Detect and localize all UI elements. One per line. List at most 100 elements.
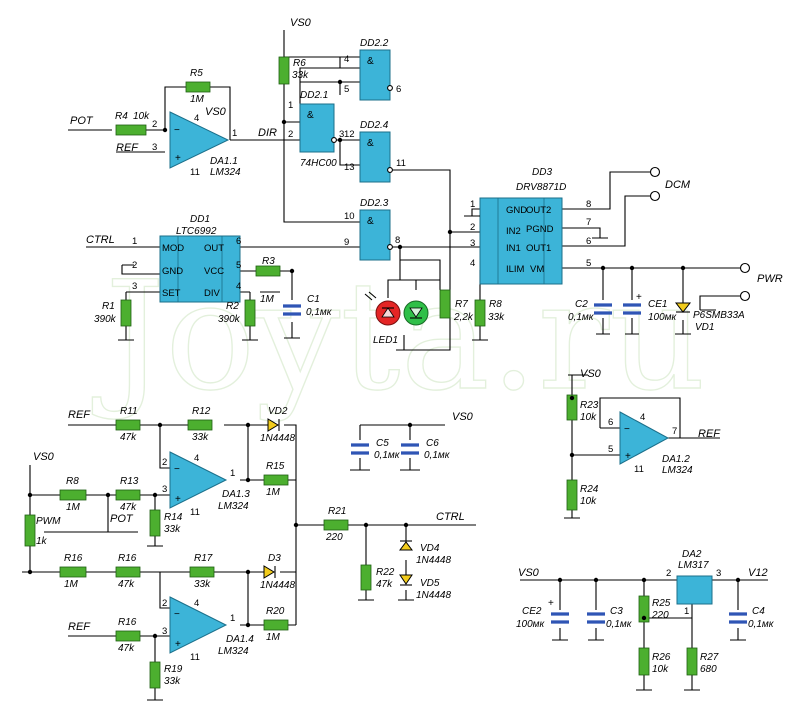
led1-ref: LED1 (373, 335, 398, 346)
svg-text:12: 12 (344, 129, 355, 140)
svg-text:1M: 1M (266, 632, 281, 643)
resistor-r11 (115, 419, 141, 431)
dd1-part: LTC6992 (176, 226, 217, 237)
dd1-ref: DD1 (190, 214, 210, 225)
svg-text:390k: 390k (94, 314, 117, 325)
resistor-r27 (686, 647, 698, 676)
net-ref-da12-label: REF (698, 428, 721, 440)
gate-dd2-2: & DD2.2 4 5 6 (344, 38, 401, 101)
svg-text:3: 3 (162, 484, 167, 495)
svg-text:PWM: PWM (36, 516, 61, 527)
svg-text:2: 2 (470, 222, 475, 233)
svg-text:OUT1: OUT1 (526, 243, 551, 254)
resistor-r3 (255, 265, 281, 277)
dd21-part: 74HC00 (300, 158, 337, 169)
svg-text:5: 5 (344, 84, 349, 95)
svg-text:2: 2 (162, 598, 167, 609)
svg-text:IN1: IN1 (506, 243, 521, 254)
svg-text:3: 3 (716, 568, 721, 579)
svg-text:2: 2 (132, 260, 137, 271)
junctions (27, 79, 741, 639)
resistor-r2 (244, 299, 256, 327)
da13-part: LM324 (218, 501, 249, 512)
svg-text:10k: 10k (133, 111, 150, 122)
svg-text:C2: C2 (575, 299, 588, 310)
svg-text:R21: R21 (328, 506, 346, 517)
opamp-da1-2: − + 6 5 7 4 11 DA1.2 LM324 (608, 411, 693, 476)
chip-dd1: DD1 LTC6992 MOD GND SET OUT VCC DIV 1 2 … (132, 214, 241, 303)
svg-text:VD2: VD2 (268, 406, 288, 417)
svg-text:OUT2: OUT2 (526, 205, 551, 216)
svg-text:33k: 33k (194, 579, 211, 590)
gate-dd2-4: & DD2.4 12 13 11 (344, 120, 406, 183)
svg-text:47k: 47k (118, 579, 135, 590)
svg-text:GND: GND (162, 266, 183, 277)
resistor-r6 (278, 56, 290, 85)
svg-text:CE2: CE2 (522, 606, 542, 617)
svg-text:4: 4 (194, 598, 199, 609)
resistor-r22 (360, 564, 372, 591)
svg-text:1M: 1M (260, 294, 275, 305)
da14-part: LM324 (218, 646, 249, 657)
svg-text:R27: R27 (700, 652, 719, 663)
da12-part: LM324 (662, 465, 693, 476)
resistor-r14 (149, 509, 161, 537)
opamp-da1-3: − + 2 3 1 4 11 DA1.3 LM324 (162, 451, 250, 518)
svg-text:4: 4 (640, 412, 645, 423)
svg-text:0,1мк: 0,1мк (374, 450, 401, 461)
net-v12-label: V12 (748, 567, 768, 579)
da13-minus-sign: − (174, 464, 180, 475)
svg-text:33k: 33k (164, 524, 181, 535)
resistor-r16-47k-b (115, 630, 141, 642)
resistor-r12 (187, 419, 213, 431)
da11-part: LM324 (210, 167, 241, 178)
wires (29, 30, 768, 700)
svg-text:PGND: PGND (526, 224, 554, 235)
svg-text:220: 220 (325, 532, 343, 543)
svg-text:47k: 47k (118, 643, 135, 654)
svg-text:4: 4 (470, 258, 475, 269)
da14-ref: DA1.4 (226, 634, 254, 645)
svg-text:1M: 1M (190, 94, 205, 105)
svg-text:C6: C6 (426, 438, 439, 449)
ground-symbols (22, 215, 746, 701)
svg-text:8: 8 (586, 199, 591, 210)
svg-text:D3: D3 (268, 553, 281, 564)
svg-text:R24: R24 (580, 484, 599, 495)
svg-text:6: 6 (396, 84, 401, 95)
net-vs0-da12-label: VS0 (580, 368, 602, 380)
da13-plus-sign: + (175, 494, 181, 505)
net-vs0-lm317-label: VS0 (518, 567, 540, 579)
svg-text:1N4448: 1N4448 (260, 580, 295, 591)
svg-text:47k: 47k (120, 432, 137, 443)
svg-text:3: 3 (470, 238, 475, 249)
resistor-r25 (638, 595, 650, 623)
da11-plus-sign: + (175, 153, 181, 164)
svg-text:R20: R20 (266, 606, 285, 617)
da12-plus-sign: + (625, 451, 631, 462)
da14-minus-sign: − (174, 609, 180, 620)
svg-text:2: 2 (288, 129, 293, 140)
svg-text:3: 3 (162, 626, 167, 637)
net-pwr-label: PWR (757, 273, 783, 285)
svg-text:1N4448: 1N4448 (260, 433, 295, 444)
svg-text:10: 10 (344, 211, 355, 222)
svg-text:&: & (367, 56, 374, 67)
svg-text:47k: 47k (120, 502, 137, 513)
svg-text:C5: C5 (376, 438, 389, 449)
svg-text:10k: 10k (580, 496, 597, 507)
svg-text:VD4: VD4 (420, 543, 440, 554)
svg-text:R25: R25 (652, 598, 671, 609)
svg-text:3: 3 (132, 281, 137, 292)
svg-text:2: 2 (666, 568, 671, 579)
da2-ref: DA2 (682, 549, 702, 560)
dd3-part: DRV8871D (516, 182, 566, 193)
da12-ref: DA1.2 (662, 454, 690, 465)
resistor-r24 (566, 479, 578, 511)
dd21-ref: DD2.1 (300, 90, 328, 101)
svg-text:100мк: 100мк (648, 312, 678, 323)
svg-text:11: 11 (190, 652, 200, 663)
svg-text:P6SMB33A: P6SMB33A (693, 310, 745, 321)
svg-text:R11: R11 (120, 406, 138, 417)
